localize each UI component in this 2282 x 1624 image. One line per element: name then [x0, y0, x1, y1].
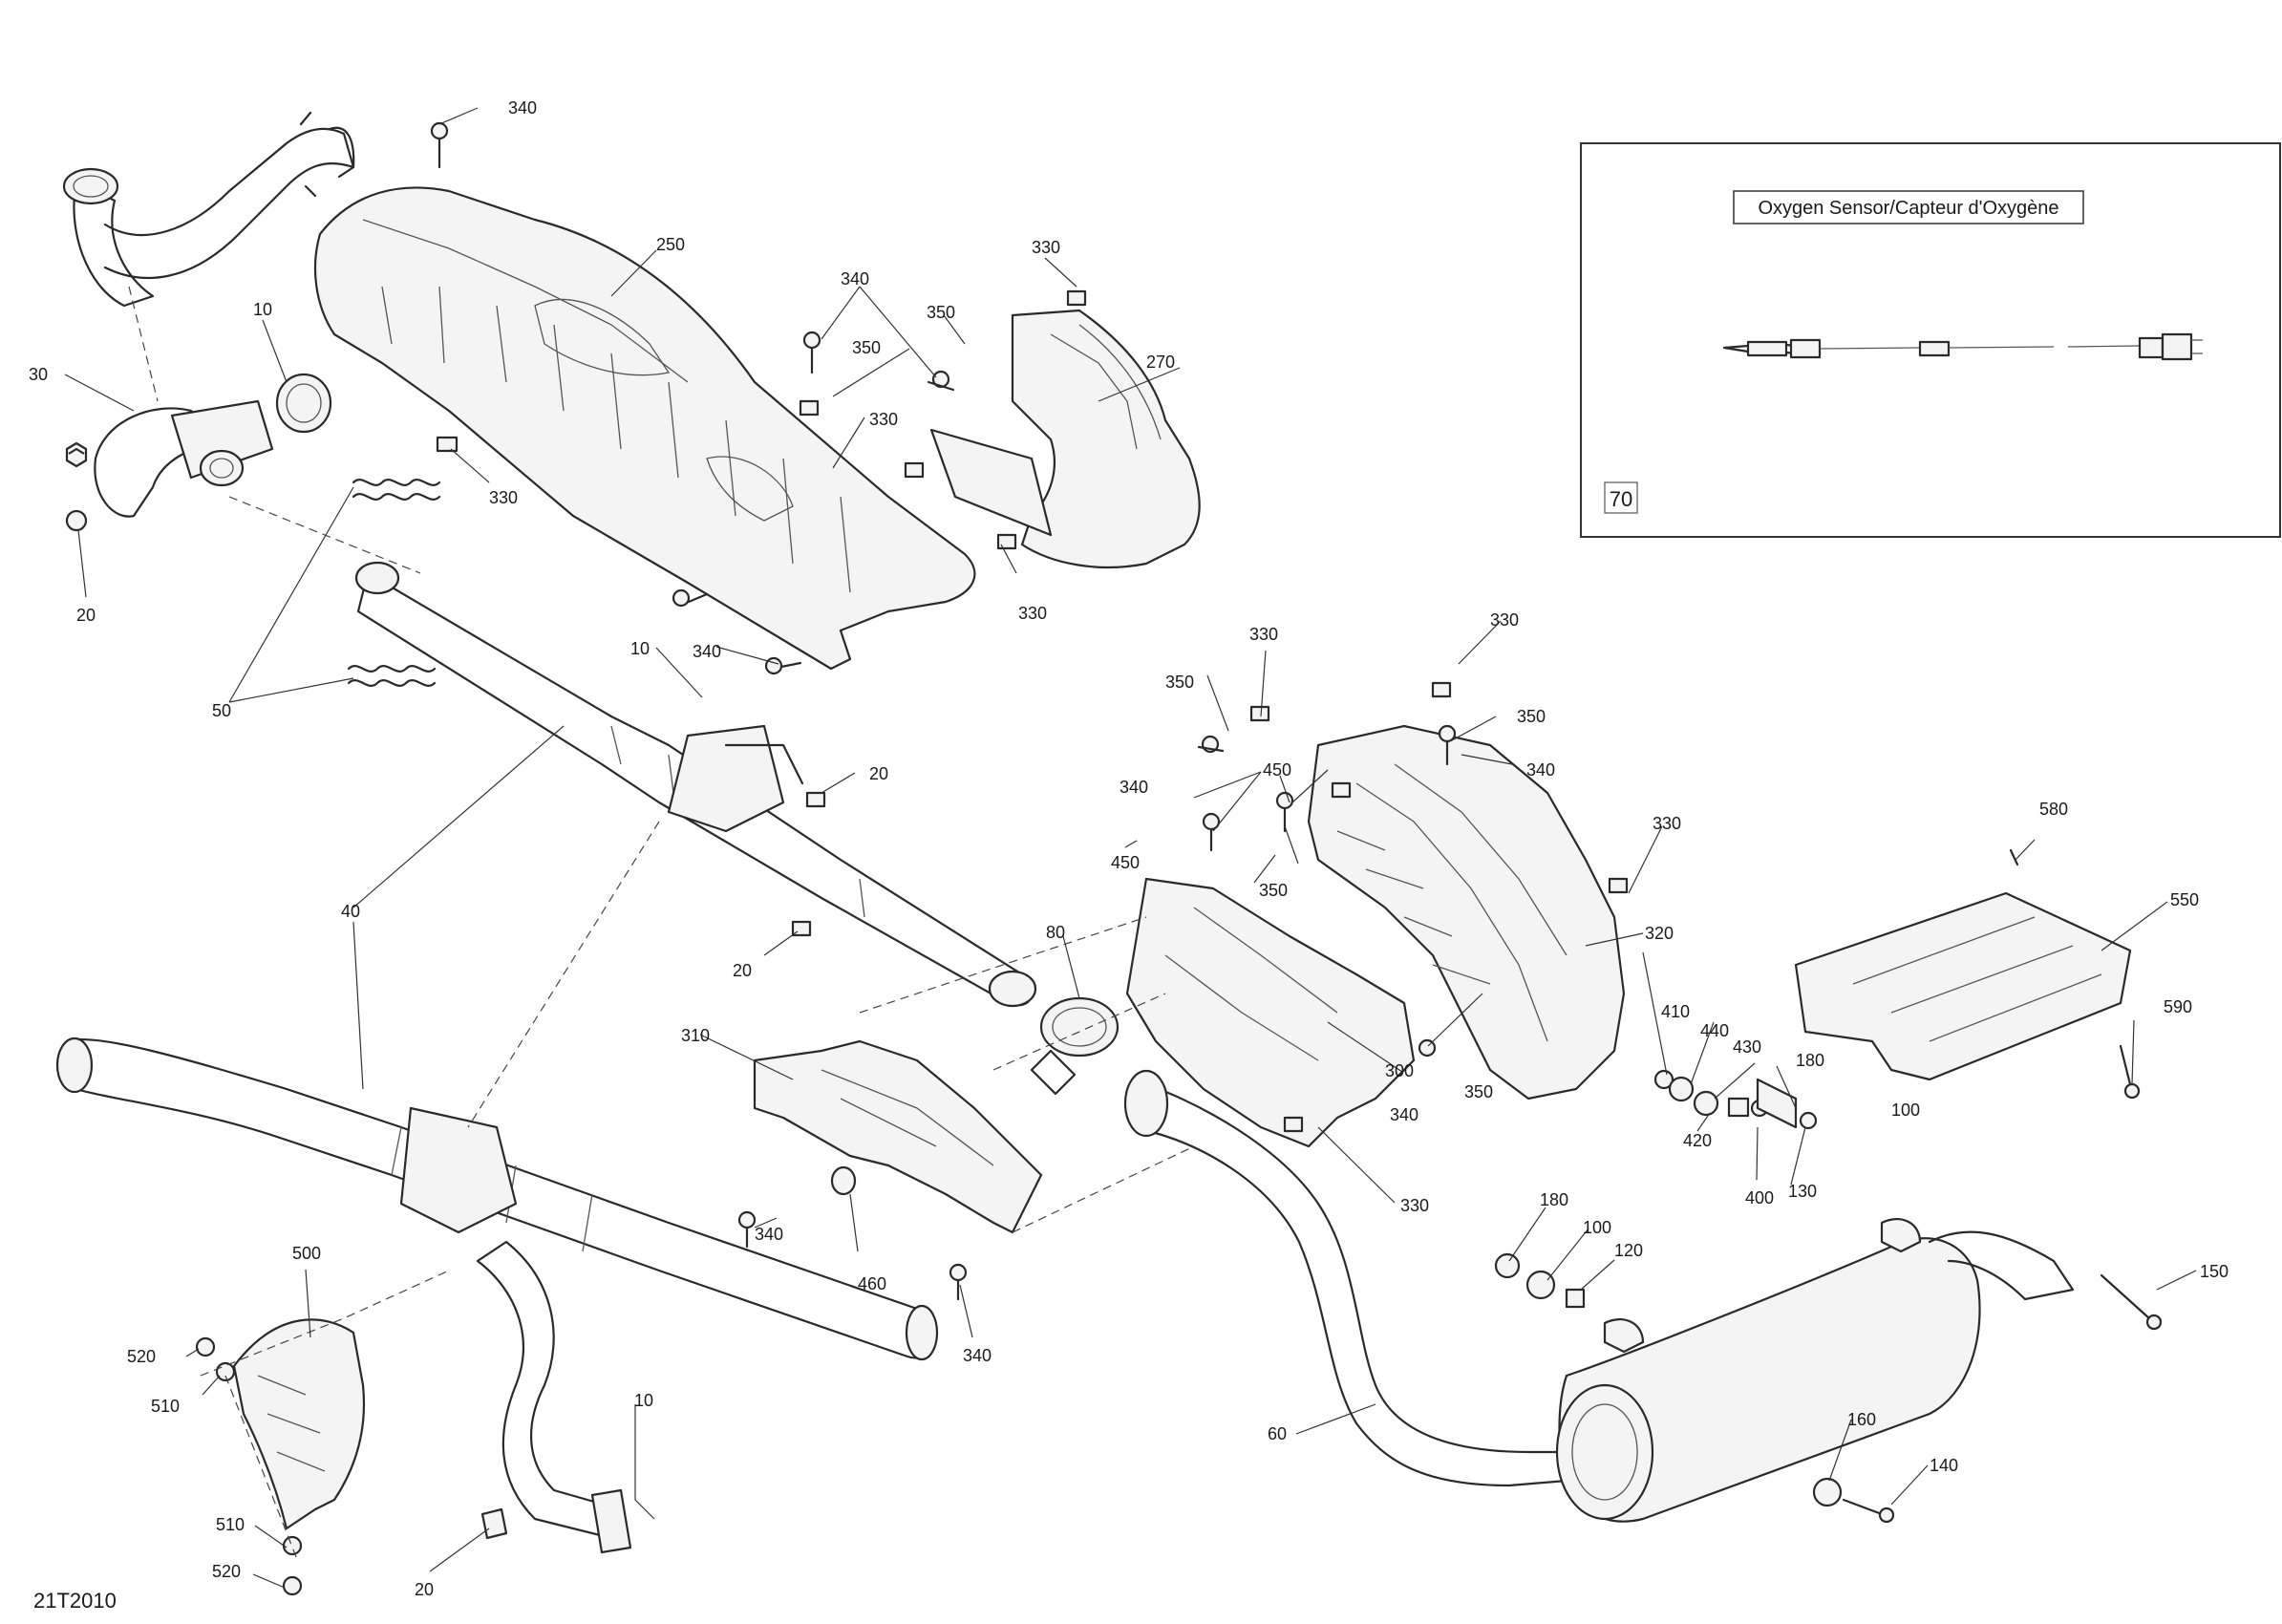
- callout-330: 330: [1653, 814, 1681, 833]
- part-80-clamp: [1030, 996, 1120, 1096]
- callout-20: 20: [869, 764, 888, 783]
- callout-340: 340: [1526, 760, 1555, 780]
- callout-350: 350: [1165, 673, 1194, 692]
- callout-580: 580: [2039, 800, 2068, 819]
- part-elbow-flange: [94, 399, 274, 518]
- callout-450: 450: [1111, 853, 1140, 872]
- callout-10: 10: [630, 639, 650, 658]
- part-250-heat-shield: [313, 186, 976, 671]
- part-10-gasket: [275, 373, 332, 434]
- callout-520: 520: [212, 1562, 241, 1581]
- callout-60: 60: [1268, 1424, 1287, 1443]
- part-40-lower-pipe: [55, 1036, 939, 1361]
- part-320-heat-shield: [1307, 724, 1626, 1100]
- callout-80: 80: [1046, 923, 1065, 942]
- callout-100: 100: [1891, 1100, 1920, 1120]
- callout-340: 340: [1390, 1105, 1418, 1124]
- callout-400: 400: [1745, 1188, 1774, 1207]
- callout-350: 350: [852, 338, 881, 357]
- callout-460: 460: [858, 1274, 886, 1293]
- callout-410: 410: [1661, 1002, 1690, 1021]
- callout-140: 140: [1930, 1456, 1958, 1475]
- callout-520: 520: [127, 1347, 156, 1366]
- part-500-shield: [232, 1318, 366, 1530]
- callout-350: 350: [927, 303, 955, 322]
- alignment-lines: [128, 286, 1195, 1558]
- part-60-muffler: [1123, 1069, 2075, 1523]
- part-460-grommet: [830, 1165, 857, 1196]
- callout-10: 10: [253, 300, 272, 319]
- callout-430: 430: [1733, 1037, 1761, 1057]
- callout-440: 440: [1700, 1021, 1729, 1040]
- part-300-heat-shield: [1125, 877, 1416, 1148]
- callout-100: 100: [1583, 1218, 1611, 1237]
- part-20-nuts: [65, 441, 88, 532]
- callout-510: 510: [216, 1515, 245, 1534]
- callout-70: 70: [1610, 487, 1632, 511]
- callout-510: 510: [151, 1397, 180, 1416]
- callout-30: 30: [29, 365, 48, 384]
- part-40-mid-pipe: [354, 561, 1037, 1008]
- callout-50: 50: [212, 701, 231, 720]
- callout-330: 330: [1490, 610, 1519, 630]
- part-310-bracket: [753, 1039, 1043, 1234]
- callout-350: 350: [1517, 707, 1546, 726]
- callout-320: 320: [1645, 924, 1674, 943]
- callout-450: 450: [1263, 760, 1291, 780]
- inset-title: Oxygen Sensor/Capteur d'Oxygène: [1758, 198, 2058, 219]
- callout-340: 340: [755, 1225, 783, 1244]
- callout-250: 250: [656, 235, 685, 254]
- callout-20: 20: [415, 1580, 434, 1599]
- callout-350: 350: [1259, 881, 1288, 900]
- part-270-heat-shield: [929, 309, 1201, 569]
- oxygen-sensor-part: [1722, 332, 2203, 361]
- leader-lines: [64, 107, 2197, 1589]
- callout-340: 340: [693, 642, 721, 661]
- callout-300: 300: [1385, 1061, 1414, 1080]
- callout-350: 350: [1464, 1082, 1493, 1101]
- callout-330: 330: [1400, 1196, 1429, 1215]
- callout-labels: 340 250 330 340 350 350 270 330 330 330 …: [29, 98, 2229, 1599]
- callout-20: 20: [76, 606, 96, 625]
- part-550-plate: [1794, 891, 2132, 1081]
- callout-340: 340: [1120, 778, 1148, 797]
- callout-310: 310: [681, 1026, 710, 1045]
- part-20-bent-pipe: [476, 1240, 632, 1554]
- callout-180: 180: [1796, 1051, 1824, 1070]
- callout-270: 270: [1146, 353, 1175, 372]
- part-50-springs: [347, 479, 441, 687]
- callout-550: 550: [2170, 890, 2199, 909]
- callout-340: 340: [508, 98, 537, 118]
- diagram-reference: 21T2010: [33, 1589, 117, 1613]
- callout-20: 20: [733, 961, 752, 980]
- callout-160: 160: [1847, 1410, 1876, 1429]
- callout-590: 590: [2164, 997, 2192, 1016]
- callout-330: 330: [869, 410, 898, 429]
- callout-340: 340: [841, 269, 869, 288]
- oxygen-sensor-inset: Oxygen Sensor/Capteur d'Oxygène 70: [1580, 142, 2281, 538]
- callout-500: 500: [292, 1244, 321, 1263]
- callout-120: 120: [1614, 1241, 1643, 1260]
- callout-340: 340: [963, 1346, 992, 1365]
- callout-150: 150: [2200, 1262, 2229, 1281]
- part-30-manifold-pipe: [62, 111, 355, 308]
- callout-330: 330: [1032, 238, 1060, 257]
- callout-180: 180: [1540, 1190, 1568, 1209]
- callout-420: 420: [1683, 1131, 1712, 1150]
- callout-130: 130: [1788, 1182, 1817, 1201]
- callout-40: 40: [341, 902, 360, 921]
- callout-330: 330: [1018, 604, 1047, 623]
- callout-10: 10: [634, 1391, 653, 1410]
- callout-330: 330: [489, 488, 518, 507]
- callout-330: 330: [1249, 625, 1278, 644]
